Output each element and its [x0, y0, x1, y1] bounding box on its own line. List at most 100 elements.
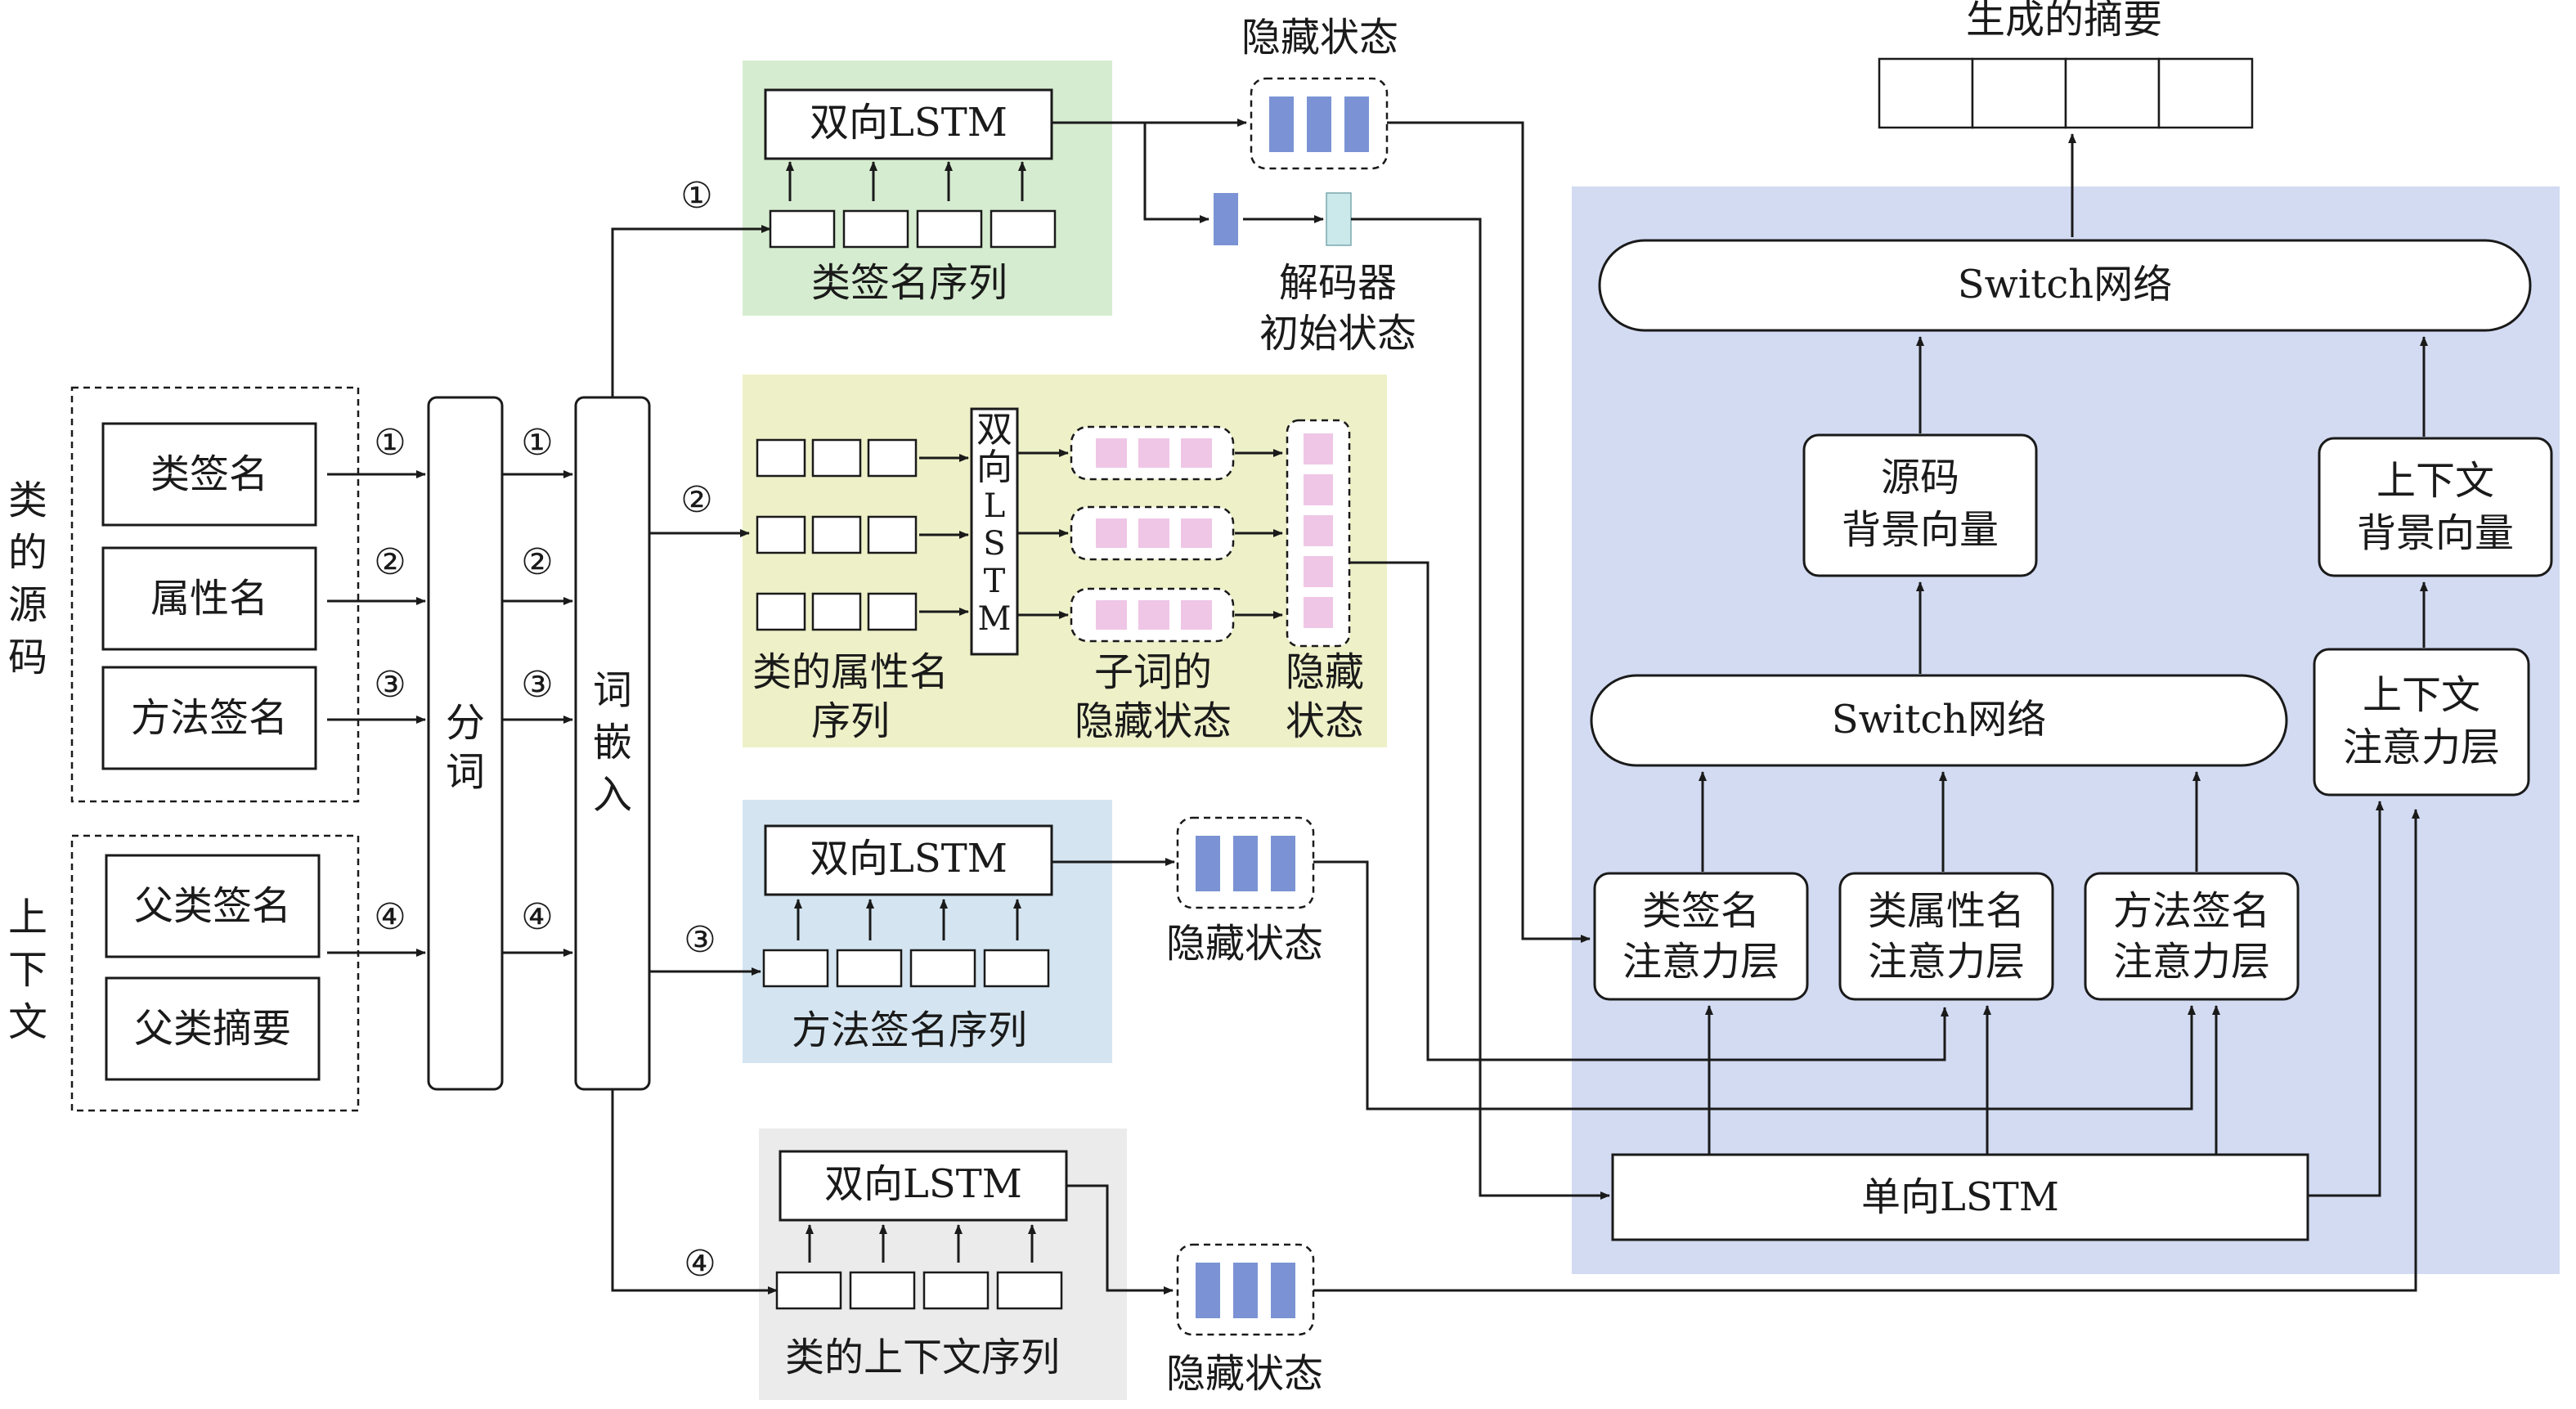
branch2-panel: [743, 375, 1387, 747]
tokenize-box: [427, 396, 504, 1091]
svg-text:词: 词: [446, 749, 485, 795]
svg-text:类: 类: [8, 478, 47, 523]
branch3-sequence-cells: [762, 899, 1050, 988]
branch2-hidden-label: 隐藏 状态: [1286, 649, 1364, 744]
branch4-hidden-label: 隐藏状态: [1166, 1351, 1323, 1397]
svg-text:①: ①: [374, 422, 406, 464]
svg-text:L: L: [984, 487, 1006, 525]
branch3-sequence-label: 方法签名序列: [792, 1007, 1027, 1053]
svg-text:注意力层: 注意力层: [2113, 939, 2270, 985]
unidirectional-lstm-box: [1611, 1153, 2309, 1241]
svg-text:注意力层: 注意力层: [2343, 725, 2500, 770]
input-markers: ① ② ③ ④: [374, 422, 406, 938]
top-switch-network-text: Switch网络: [1958, 262, 2172, 307]
final-hidden-state-block: [1214, 193, 1238, 245]
svg-text:嵌: 嵌: [593, 720, 632, 765]
branch4-lstm-box: [779, 1150, 1068, 1222]
context-group: [70, 834, 360, 1112]
source-code-group: [70, 386, 360, 803]
svg-text:②: ②: [374, 541, 406, 583]
branch2-lstm-box: [970, 407, 1019, 656]
svg-text:解码器: 解码器: [1279, 260, 1397, 306]
svg-text:背景向量: 背景向量: [1842, 507, 1999, 553]
svg-text:类签名: 类签名: [1642, 888, 1760, 934]
svg-text:码: 码: [8, 635, 47, 680]
parent-class-summary-box: [105, 976, 321, 1081]
class-signature-attention-text: 类签名 注意力层: [1622, 888, 1779, 985]
svg-text:双: 双: [976, 409, 1012, 451]
parent-class-signature-box: [105, 854, 321, 958]
svg-text:③: ③: [521, 664, 553, 706]
attribute-name-box: [101, 546, 317, 651]
svg-text:的: 的: [8, 530, 47, 576]
unidirectional-lstm-text: 单向LSTM: [1861, 1174, 2059, 1220]
middle-switch-network: [1590, 674, 2288, 767]
svg-text:④: ④: [684, 1243, 716, 1285]
branch1-output-arrows: [1052, 119, 1324, 223]
context-attention-layer: [2313, 648, 2530, 796]
svg-text:隐藏状态: 隐藏状态: [1075, 698, 1232, 744]
context-context-vector: [2318, 437, 2553, 577]
branch1-lstm-box: [764, 88, 1053, 160]
parent-class-signature-text: 父类签名: [134, 883, 291, 929]
attribute-attention-text: 类属性名 注意力层: [1868, 888, 2025, 985]
branch4-sequence-cells: [775, 1224, 1063, 1310]
svg-text:类的属性名: 类的属性名: [752, 649, 949, 695]
class-signature-attention-layer: [1593, 872, 1809, 1001]
svg-text:②: ②: [521, 541, 553, 583]
svg-text:②: ②: [680, 479, 712, 521]
method-signature-attention-text: 方法签名 注意力层: [2113, 888, 2270, 985]
svg-text:S: S: [983, 525, 1005, 563]
branch4-hidden-bars: [1196, 1263, 1295, 1318]
branch2-attribute-cells: [756, 438, 918, 631]
source-code-label: 类 的 源 码: [8, 478, 47, 680]
branch3-hidden-label: 隐藏状态: [1166, 921, 1323, 967]
svg-text:向: 向: [976, 446, 1012, 488]
branch2-lstm-text: 双 向 L S T M: [976, 409, 1012, 638]
tokenize-label: 分 词: [446, 700, 485, 795]
class-signature-box: [101, 422, 317, 527]
branch1-hidden-bars: [1269, 96, 1369, 152]
svg-text:类属性名: 类属性名: [1868, 888, 2025, 934]
svg-text:③: ③: [684, 919, 716, 961]
branch1-lstm-text: 双向LSTM: [810, 100, 1008, 146]
attribute-attention-layer: [1838, 872, 2054, 1001]
class-signature-text: 类签名: [150, 451, 268, 497]
subword-hidden-states: [1070, 425, 1235, 643]
svg-text:方法签名: 方法签名: [2113, 888, 2270, 934]
output-summary-cells: [1878, 57, 2254, 129]
branch3-hidden-bars: [1196, 836, 1295, 891]
output-summary-label: 生成的摘要: [1966, 0, 2162, 43]
branch1-sequence-cells: [769, 161, 1057, 249]
svg-text:①: ①: [680, 175, 712, 217]
attribute-name-text: 属性名: [150, 576, 268, 621]
svg-text:④: ④: [521, 896, 553, 938]
source-context-vector: [1802, 433, 2038, 577]
embedding-label: 词 嵌 入: [593, 667, 632, 818]
svg-text:源: 源: [8, 582, 47, 628]
svg-text:入: 入: [593, 772, 632, 818]
svg-text:序列: 序列: [811, 698, 890, 744]
tokenize-to-embed-arrows: [502, 470, 573, 957]
method-signature-attention-layer: [2084, 872, 2300, 1001]
context-context-vector-text: 上下文 背景向量: [2357, 458, 2514, 556]
subword-to-hidden-arrows: [1235, 449, 1283, 619]
svg-text:初始状态: 初始状态: [1259, 311, 1416, 357]
svg-text:注意力层: 注意力层: [1868, 939, 2025, 985]
svg-text:③: ③: [374, 664, 406, 706]
svg-text:T: T: [984, 563, 1006, 600]
svg-text:M: M: [978, 600, 1012, 638]
svg-text:上下文: 上下文: [2363, 672, 2480, 718]
branch2-sequence-label: 类的属性名 序列: [752, 649, 949, 744]
svg-text:①: ①: [521, 422, 553, 464]
svg-text:隐藏: 隐藏: [1286, 649, 1364, 695]
svg-text:词: 词: [593, 667, 632, 713]
branch3-lstm-text: 双向LSTM: [810, 836, 1008, 882]
svg-text:背景向量: 背景向量: [2357, 510, 2514, 556]
encoder-to-decoder-connections: [1313, 121, 2420, 1292]
svg-text:下: 下: [8, 947, 47, 993]
branch4-lstm-text: 双向LSTM: [824, 1161, 1022, 1207]
method-signature-box: [101, 666, 317, 770]
branch1-hidden-label: 隐藏状态: [1241, 15, 1398, 61]
